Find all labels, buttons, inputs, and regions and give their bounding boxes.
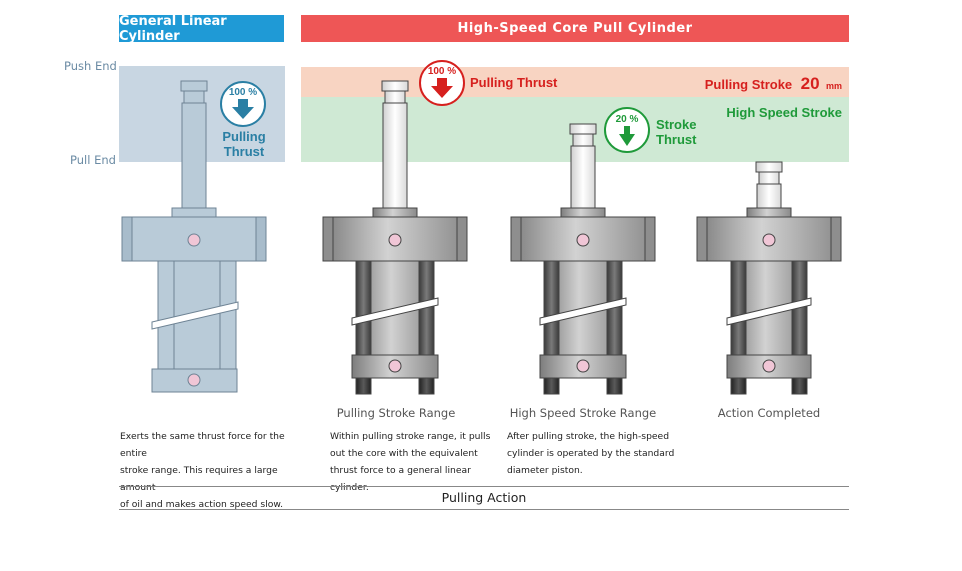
pull-end-label: Pull End: [70, 153, 116, 167]
general-cylinder-banner-text: General Linear Cylinder: [119, 13, 227, 44]
pulling-stroke-value: 20: [801, 74, 820, 93]
pulling-stroke-label: Pulling Stroke 20 mm: [705, 74, 842, 93]
pulling-thrust-label: Pulling Thrust: [470, 75, 558, 90]
high-speed-stroke-label: High Speed Stroke: [726, 105, 842, 120]
general-thrust-label-2: Thrust: [224, 144, 265, 159]
stroke-thrust-badge: 20 % Stroke Thrust: [604, 107, 697, 153]
footer-divider-bottom: [119, 509, 849, 510]
general-linear-cylinder: [121, 80, 267, 393]
high-speed-cylinder-banner-text: High-Speed Core Pull Cylinder: [457, 21, 693, 36]
stroke-thrust-label-1: Stroke: [656, 117, 696, 132]
description-general-line: Exerts the same thrust force for the ent…: [120, 431, 285, 459]
caption-action-completed: Action Completed: [717, 406, 821, 420]
pulling-stroke-text: Pulling Stroke: [705, 77, 792, 92]
caption-high-speed-stroke-range: High Speed Stroke Range: [509, 406, 657, 420]
down-arrow-icon: [431, 78, 453, 98]
footer-divider-top: [119, 486, 849, 487]
pulling-thrust-percent: 100 %: [428, 66, 456, 77]
down-arrow-icon: [619, 126, 635, 146]
cylinder-pulling-range: [322, 80, 468, 395]
description-pulling-line: thrust force to a general linear cylinde…: [330, 465, 471, 493]
description-general-line: of oil and makes action speed slow.: [120, 499, 283, 510]
cylinder-action-completed: [696, 161, 842, 395]
push-end-label: Push End: [64, 59, 117, 73]
general-cylinder-banner: General Linear Cylinder: [119, 13, 284, 44]
pulling-stroke-unit: mm: [826, 81, 842, 91]
general-thrust-label-1: Pulling: [222, 129, 265, 144]
cylinder-high-speed-range: [510, 123, 656, 395]
down-arrow-icon: [232, 99, 254, 119]
description-high-speed-line: cylinder is operated by the standard: [507, 448, 675, 459]
caption-pulling-stroke-range: Pulling Stroke Range: [336, 406, 456, 420]
stroke-thrust-percent: 20 %: [616, 114, 639, 125]
stroke-thrust-label-2: Thrust: [656, 132, 697, 147]
description-general: Exerts the same thrust force for the ent…: [120, 428, 310, 513]
description-pulling: Within pulling stroke range, it pulls ou…: [330, 428, 505, 496]
footer-title: Pulling Action: [441, 490, 527, 505]
pulling-thrust-badge: 100 % Pulling Thrust: [419, 60, 558, 106]
high-speed-cylinder-banner: High-Speed Core Pull Cylinder: [301, 15, 849, 42]
description-high-speed-line: After pulling stroke, the high-speed: [507, 431, 670, 442]
general-thrust-percent: 100 %: [229, 87, 257, 98]
description-pulling-line: Within pulling stroke range, it pulls: [330, 431, 491, 442]
general-thrust-badge: 100 % Pulling Thrust: [220, 81, 266, 159]
description-high-speed-line: diameter piston.: [507, 465, 583, 476]
description-pulling-line: out the core with the equivalent: [330, 448, 478, 459]
description-high-speed: After pulling stroke, the high-speed cyl…: [507, 428, 682, 479]
description-general-line: stroke range. This requires a large amou…: [120, 465, 278, 493]
